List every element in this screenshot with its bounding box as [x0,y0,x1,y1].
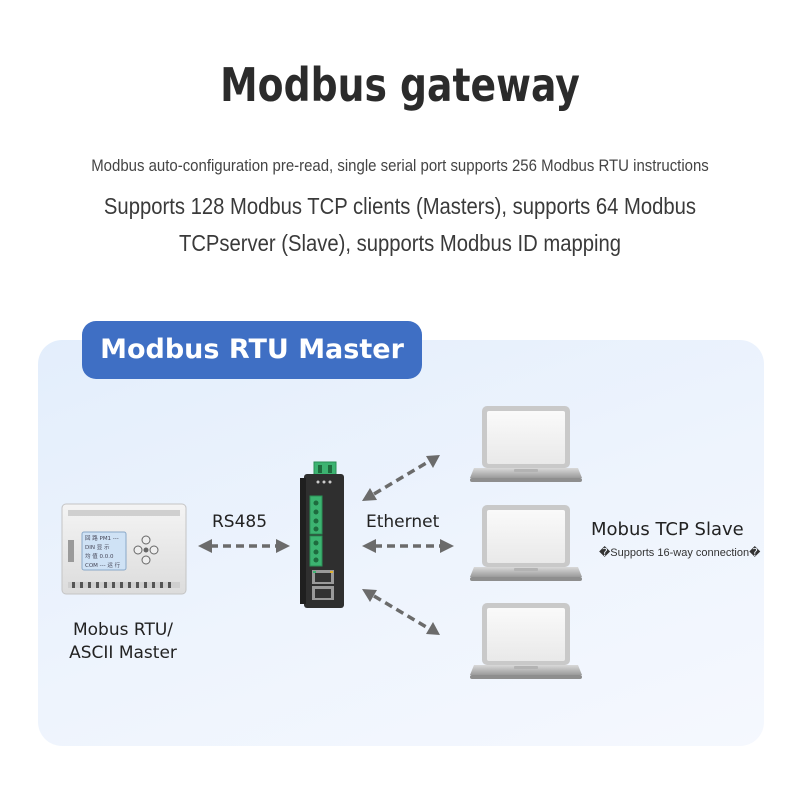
subtitle-line-2: Supports 128 Modbus TCP clients (Masters… [103,193,697,219]
connection-note: �Supports 16-way connection� [599,547,761,559]
tcp-slave-label: Mobus TCP Slave [591,519,744,540]
laptop-slave-3 [470,603,582,679]
rtu-master-line-1: Mobus RTU/ [72,620,174,640]
rs485-label: RS485 [212,512,268,532]
plc-keypad-icon [133,535,159,565]
subtitle-line-3: TCPserver (Slave), supports Modbus ID ma… [178,230,622,256]
plc-device: 回 路 PM1 --- DIN 显 示 均 值 0.0.0 COM --- 运 … [61,503,187,595]
page-title: Modbus gateway [220,58,580,112]
ethernet-arrows [373,460,442,630]
svg-text:回 路 PM1 ---: 回 路 PM1 --- [85,534,119,542]
rtu-master-label: Mobus RTU/ ASCII Master [62,619,184,665]
svg-text:COM --- 运 行: COM --- 运 行 [85,561,121,569]
ethernet-label: Ethernet [366,512,440,532]
gateway-device [300,461,344,608]
diagram-badge: Modbus RTU Master [82,321,422,379]
svg-text:DIN 显 示: DIN 显 示 [85,544,110,551]
rtu-master-line-2: ASCII Master [69,643,177,663]
plc-screen [81,531,127,571]
subtitle-line-1: Modbus auto-configuration pre-read, sing… [91,156,709,175]
laptop-slave-2 [470,505,582,581]
svg-text:均 值 0.0.0: 均 值 0.0.0 [85,552,114,560]
laptop-slave-1 [470,406,582,482]
